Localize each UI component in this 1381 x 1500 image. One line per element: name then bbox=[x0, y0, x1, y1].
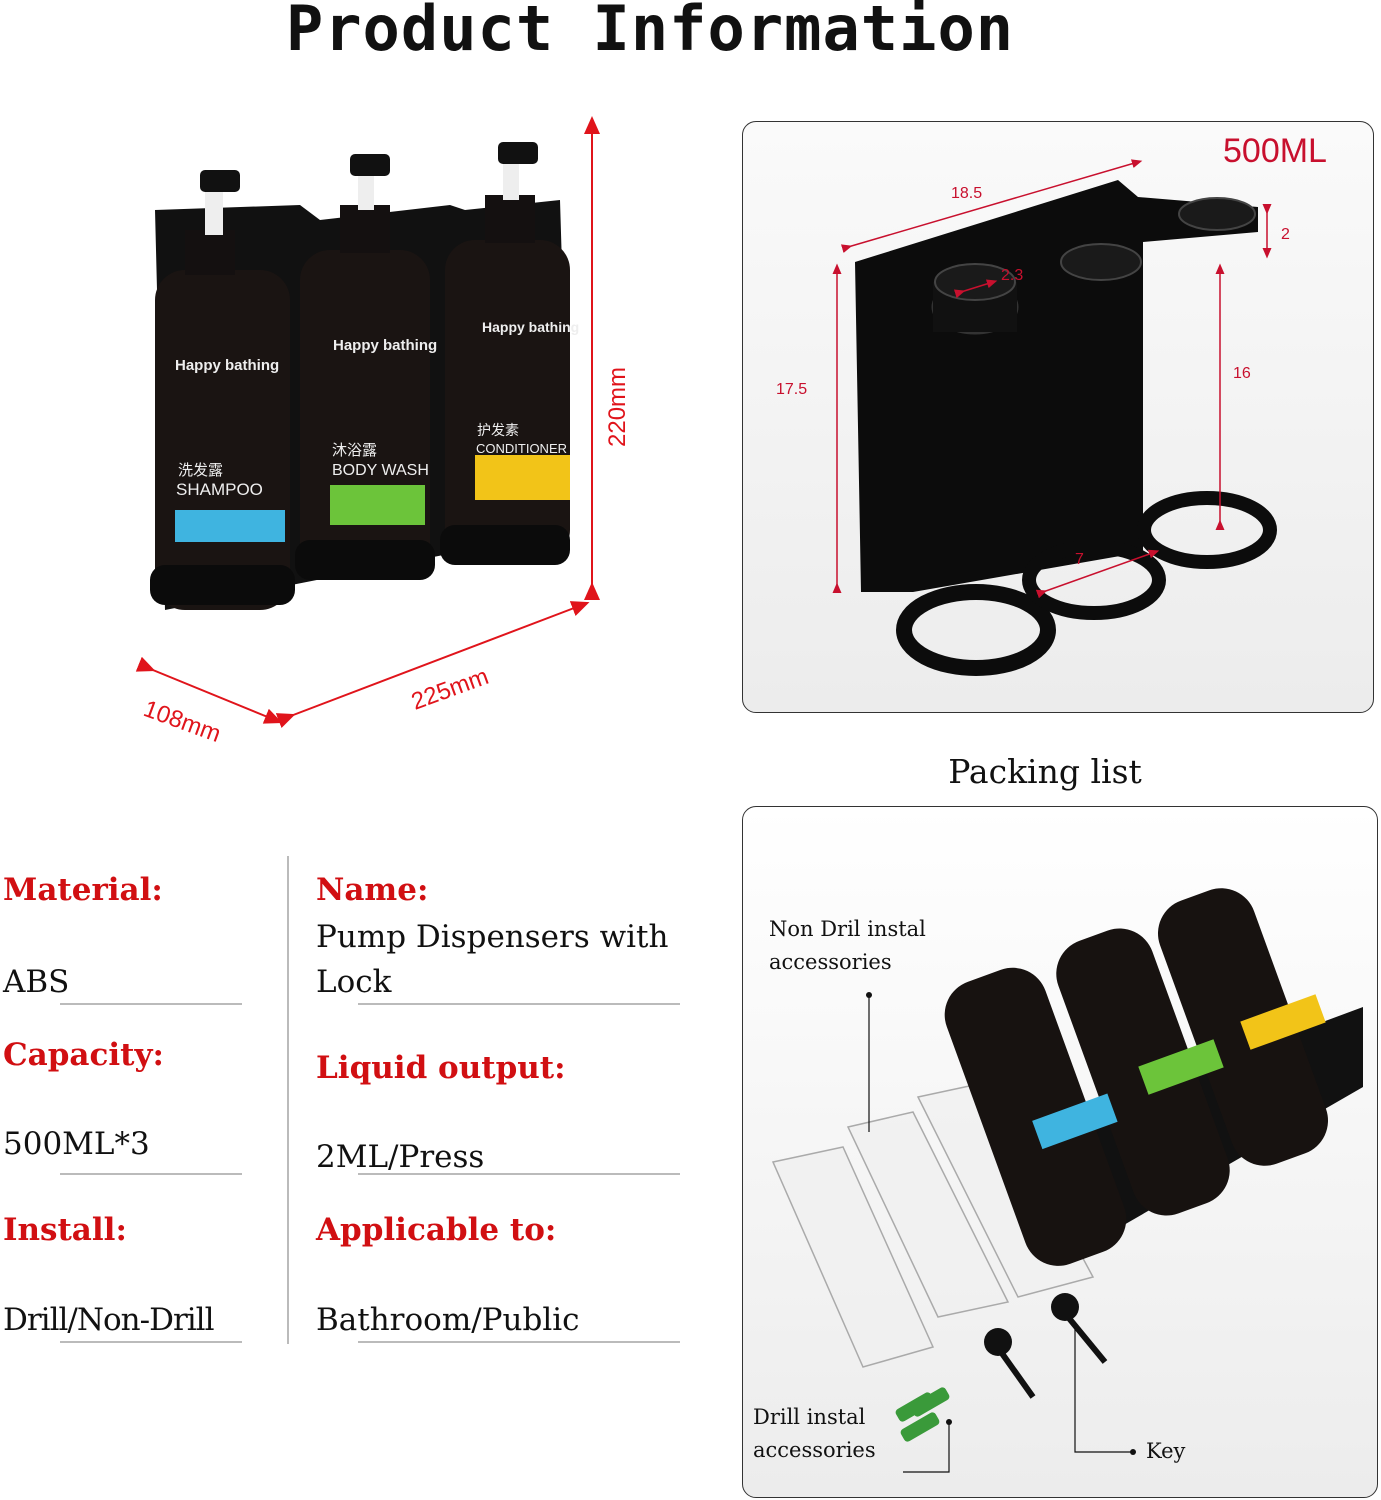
underline bbox=[358, 1173, 680, 1175]
key-icon bbox=[1051, 1293, 1108, 1364]
bottle-conditioner bbox=[440, 142, 570, 565]
bottle-brand: Happy bathing bbox=[482, 319, 579, 335]
spec-applicable-label: Applicable to: bbox=[316, 1212, 557, 1248]
dimensions-image: Happy bathing 洗发露 SHAMPOO Happy bathing … bbox=[120, 110, 640, 770]
underline bbox=[358, 1341, 680, 1343]
bottle-brand: Happy bathing bbox=[333, 337, 437, 354]
capacity-label: 500ML bbox=[1223, 132, 1327, 170]
bottle-cn: 护发素 bbox=[477, 422, 519, 438]
spec-install-value: Drill/Non-Drill bbox=[3, 1302, 215, 1338]
top-height-label: 2 bbox=[1281, 226, 1290, 243]
height-label: 220mm bbox=[604, 367, 631, 447]
bottle-shampoo bbox=[150, 170, 295, 610]
spec-install-label: Install: bbox=[3, 1212, 127, 1248]
bottle-brand: Happy bathing bbox=[175, 357, 279, 374]
spec-applicable-value: Bathroom/Public bbox=[316, 1302, 580, 1338]
non-drill-accessories-label: Non Dril instal accessories bbox=[769, 917, 926, 974]
wall-anchors-icon bbox=[895, 1387, 950, 1442]
width-arrow bbox=[275, 601, 590, 729]
spec-capacity-label: Capacity: bbox=[3, 1037, 164, 1073]
underline bbox=[60, 1173, 242, 1175]
spec-capacity-value: 500ML*3 bbox=[3, 1126, 150, 1162]
holder-illustration: 500ML 18.5 2 2.3 17.5 16 7 bbox=[776, 132, 1327, 676]
bottle-cn: 洗发露 bbox=[178, 462, 223, 479]
holder-dimensions-panel: 500ML 18.5 2 2.3 17.5 16 7 bbox=[742, 121, 1374, 713]
underline bbox=[60, 1341, 242, 1343]
height-label: 17.5 bbox=[776, 381, 807, 398]
underline bbox=[60, 1003, 242, 1005]
spec-name-label: Name: bbox=[316, 872, 429, 908]
width-label: 18.5 bbox=[951, 185, 982, 202]
inner-height-label: 16 bbox=[1233, 365, 1251, 382]
depth-arrow bbox=[135, 656, 283, 724]
spec-material-value: ABS bbox=[3, 964, 70, 1000]
packing-list-panel: Non Dril instal accessories Drill instal… bbox=[742, 806, 1378, 1498]
bottle-name: CONDITIONER bbox=[476, 441, 567, 456]
bottle-body-wash bbox=[295, 154, 435, 580]
spec-liquid-output-value: 2ML/Press bbox=[316, 1139, 485, 1175]
depth-label: 108mm bbox=[140, 695, 224, 748]
packing-list-title: Packing list bbox=[948, 752, 1142, 791]
spec-material-label: Material: bbox=[3, 872, 163, 908]
spec-name-value: Pump Dispensers with Lock bbox=[316, 919, 669, 1000]
ring-label: 7 bbox=[1075, 551, 1084, 568]
key-label: Key bbox=[1146, 1439, 1186, 1463]
spec-liquid-output-label: Liquid output: bbox=[316, 1050, 566, 1086]
specs-divider bbox=[287, 856, 289, 1344]
key-icon bbox=[984, 1328, 1036, 1399]
dispenser-illustration: Happy bathing 洗发露 SHAMPOO Happy bathing … bbox=[135, 116, 631, 748]
bottle-cn: 沐浴露 bbox=[332, 442, 377, 459]
hole-label: 2.3 bbox=[1001, 267, 1023, 284]
drill-accessories-label: Drill instal accessories bbox=[753, 1405, 876, 1462]
bottle-name: SHAMPOO bbox=[176, 480, 263, 499]
packing-illustration bbox=[771, 888, 1363, 1473]
underline bbox=[358, 1003, 680, 1005]
page-title: Product Information bbox=[285, 0, 1015, 65]
width-label: 225mm bbox=[408, 663, 492, 716]
bottle-name: BODY WASH bbox=[332, 462, 429, 479]
